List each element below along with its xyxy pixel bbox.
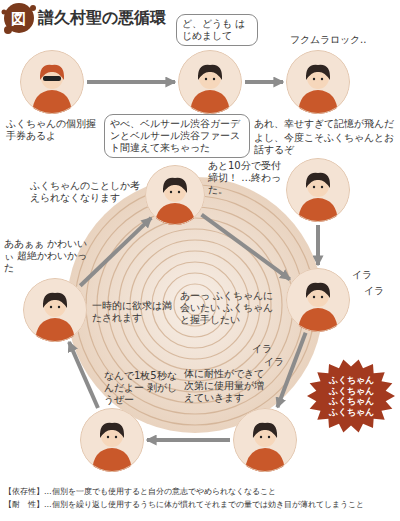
character-figure: [178, 50, 242, 114]
flow-arrow: [87, 80, 175, 84]
scene-caption: よし、今度こそふくちゃんとお話するぞ: [254, 132, 396, 156]
flow-arrow: [147, 438, 230, 442]
scene-circle: フクムラロック..あれ、幸せすぎて記憶が飛んだ: [286, 50, 350, 114]
irritation-mark: イラ: [252, 342, 272, 355]
scene-illustration: [80, 408, 144, 472]
scene-illustration: [286, 268, 350, 332]
scene-caption: なんで1枚5秒なんだよー 剥がしうぜー: [104, 370, 180, 406]
scene-caption: フクムラロック..: [290, 34, 394, 46]
flow-arrow: [245, 80, 283, 84]
flow-arrow: [69, 342, 98, 408]
burst-shape: ふくちゃん ふくちゃん ふくちゃん ふくちゃん: [306, 358, 396, 434]
scene-illustration: [178, 50, 242, 114]
irritation-mark: イラ: [352, 268, 372, 281]
scene-circle: よし、今度こそふくちゃんとお話するぞ: [286, 158, 350, 222]
scene-caption: ふくちゃんのことしか考えられなくなります: [30, 180, 140, 204]
scene-caption: ああぁぁ かわいいぃ 超絶かわいかった: [4, 238, 88, 274]
character-figure: [286, 158, 350, 222]
scene-circle: あーっ ふくちゃんに会いたい ふくちゃんと握手したい: [286, 268, 350, 332]
scene-illustration: [233, 408, 297, 472]
character-figure: [80, 408, 144, 472]
character-figure: [23, 278, 87, 342]
scene-illustration: [286, 50, 350, 114]
flow-arrow: [316, 225, 320, 265]
speech-bubble-text: やべ、ベルサール渋谷ガーデンとベルサール渋谷ファースト間違えて来ちゃった: [104, 114, 250, 158]
scene-caption: 一時的に欲求は満たされます: [92, 300, 174, 324]
character-figure: [20, 50, 84, 114]
character-figure: [286, 268, 350, 332]
diagram-title: 譜久村聖の悪循環: [38, 8, 166, 27]
scene-illustration: [145, 165, 205, 225]
scene-circle: やべ、ベルサール渋谷ガーデンとベルサール渋谷ファースト間違えて来ちゃったあと10…: [145, 165, 205, 225]
scene-caption: ふくちゃんの個別握手券あるよ: [6, 118, 100, 142]
irritation-mark: イラ: [364, 284, 384, 297]
figure-mark: 図: [11, 10, 26, 28]
scene-caption: あと10分で受付締切！ …終わった。: [208, 160, 284, 196]
footnote: 【耐 性】…個別を繰り返し使用するうちに体が慣れてそれまでの量では効き目が薄れて…: [4, 499, 398, 511]
flow-arrow: [202, 215, 290, 280]
title-blot: [2, 3, 37, 34]
irritation-mark: イラ: [264, 355, 284, 368]
scene-circle: ど、どうも はじめまして: [178, 50, 242, 114]
burst-shape: [307, 360, 395, 433]
character-figure: [286, 50, 350, 114]
scene-circle: 体に耐性ができて次第に使用量が増えていきます: [233, 408, 297, 472]
scene-illustration: [20, 50, 84, 114]
chant-text: ふくちゃん ふくちゃん ふくちゃん ふくちゃん: [327, 375, 375, 417]
scene-circle: ああぁぁ かわいいぃ 超絶かわいかった一時的に欲求は満たされます: [23, 278, 87, 342]
scene-caption: あーっ ふくちゃんに会いたい ふくちゃんと握手したい: [180, 290, 282, 326]
scene-caption: あれ、幸せすぎて記憶が飛んだ: [254, 118, 396, 130]
character-figure: [145, 165, 205, 225]
character-figure: [233, 408, 297, 472]
scene-caption: 体に耐性ができて次第に使用量が増えていきます: [184, 368, 270, 404]
speech-bubble-text: ど、どうも はじめまして: [176, 14, 258, 46]
scene-circle: ふくちゃんの個別握手券あるよ: [20, 50, 84, 114]
flow-arrow: [277, 333, 305, 408]
scene-illustration: [23, 278, 87, 342]
scene-illustration: [286, 158, 350, 222]
footnote: 【依存性】…個別を一度でも使用すると自分の意志でやめられなくなること: [4, 486, 398, 498]
flow-arrow: [80, 218, 151, 286]
scene-circle: なんで1枚5秒なんだよー 剥がしうぜー: [80, 408, 144, 472]
